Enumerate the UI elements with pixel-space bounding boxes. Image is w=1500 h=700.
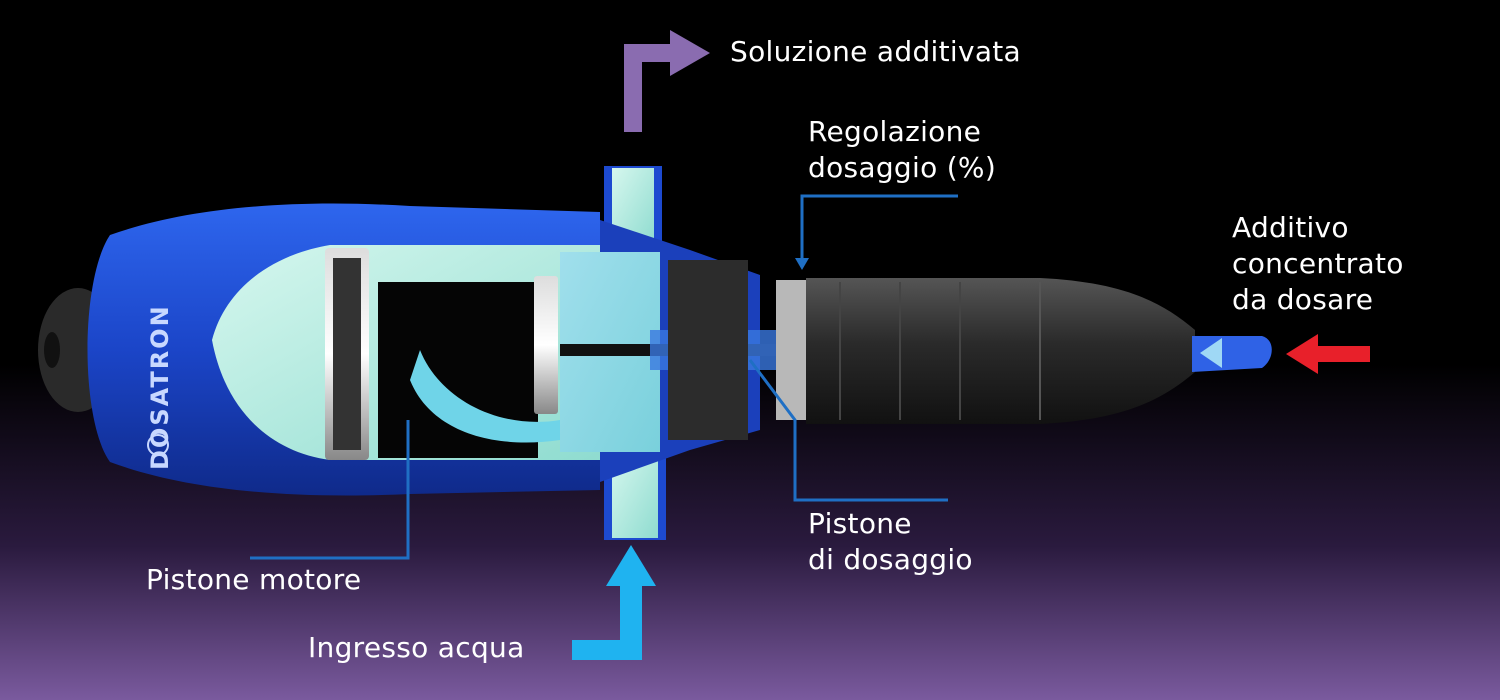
leader-motor-piston [250,420,410,560]
outlet-arrow-icon [624,30,710,132]
label-dose-adjust: Regolazione dosaggio (%) [808,115,997,184]
label-dosing-piston: Pistone di dosaggio [808,507,973,576]
leader-dosing-piston [748,359,948,502]
dosing-adjust-assembly [668,260,1195,440]
leader-dose-adjust-tip [795,258,809,270]
svg-text:DOSATRON: DOSATRON [146,304,174,470]
additive-arrow-icon [1286,334,1370,374]
label-additive: Additivo concentrato da dosare [1232,211,1404,316]
label-motor-piston: Pistone motore [146,563,362,596]
motor-piston-ring-2 [534,276,558,414]
adjust-ring [776,280,806,420]
leader-dose-adjust [800,194,958,262]
cutaway-interior [212,245,800,460]
intake-nozzle [1192,336,1272,372]
inlet-arrow-icon [572,545,656,660]
leader-lines [250,194,958,560]
dosatron-logo: DOSATRON [146,304,174,470]
label-outlet: Soluzione additivata [730,35,1022,68]
label-water-inlet: Ingresso acqua [308,631,525,664]
grip-handle [806,278,1195,424]
